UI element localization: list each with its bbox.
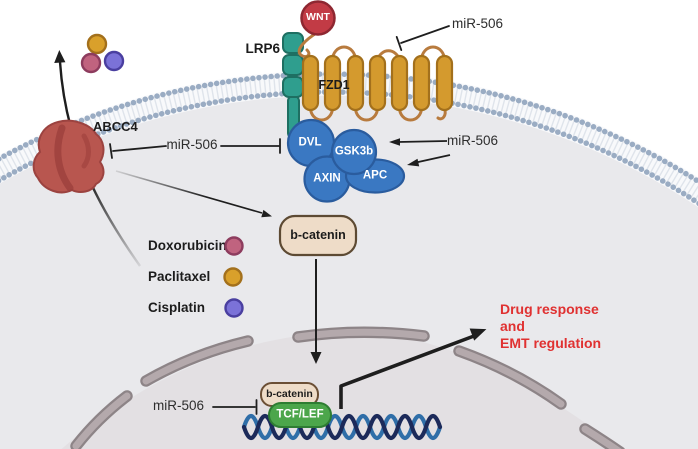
tcf-lef-label: TCF/LEF [276, 408, 324, 421]
legend-doxorubicin-label: Doxorubicin [148, 238, 227, 253]
fzd1-receptor [297, 30, 454, 122]
transcription-output-arrow [339, 328, 487, 409]
axin-label: AXIN [313, 172, 341, 185]
outcome-line-2: and [500, 318, 525, 334]
tcf-lef-box [268, 402, 332, 428]
apc-label: APC [362, 169, 388, 182]
wnt-label: WNT [306, 10, 330, 23]
b-catenin-label: b-catenin [290, 227, 346, 242]
gsk3b-label: GSK3b [334, 145, 374, 158]
outcome-line-3: EMT regulation [500, 335, 602, 351]
gsk3b-node [330, 128, 378, 176]
abcc4-transporter [32, 119, 105, 194]
mir506-label-mid-right: miR-506 [447, 133, 499, 148]
nuclear-b-catenin-label: b-catenin [266, 387, 313, 400]
dvl-label: DVL [298, 136, 322, 149]
abcc4-label: ABCC4 [93, 119, 138, 134]
mir506-complex-arrows [389, 138, 451, 167]
mir506-label-bottom: miR-506 [153, 398, 205, 413]
cisplatin-dot [103, 50, 125, 72]
exported-drug-dots [80, 33, 125, 74]
legend-cisplatin-label: Cisplatin [148, 300, 206, 315]
abcc4-bcatenin-arrow [115, 170, 272, 218]
mir506-tcf-inhibition [212, 399, 258, 415]
b-catenin-translocation-arrow [310, 259, 322, 364]
mir506-abcc4-dvl-inhibition [109, 138, 281, 159]
legend-paclitaxel-label: Paclitaxel [148, 269, 211, 284]
doxorubicin-dot [80, 52, 102, 74]
wnt-ligand [300, 0, 336, 36]
outcome-line-1: Drug response [500, 301, 599, 317]
destruction-complex [286, 118, 406, 203]
mir506-fzd1-inhibition [395, 25, 450, 51]
cytoplasm [0, 83, 698, 449]
b-catenin-box [278, 214, 358, 257]
nuclear-envelope [70, 326, 625, 449]
paclitaxel-dot [86, 33, 108, 55]
mir506-label-mid-left: miR-506 [166, 137, 218, 152]
fzd1-label: FZD1 [318, 78, 350, 92]
lrp6-label: LRP6 [245, 41, 280, 56]
mir506-label-top: miR-506 [452, 16, 504, 31]
